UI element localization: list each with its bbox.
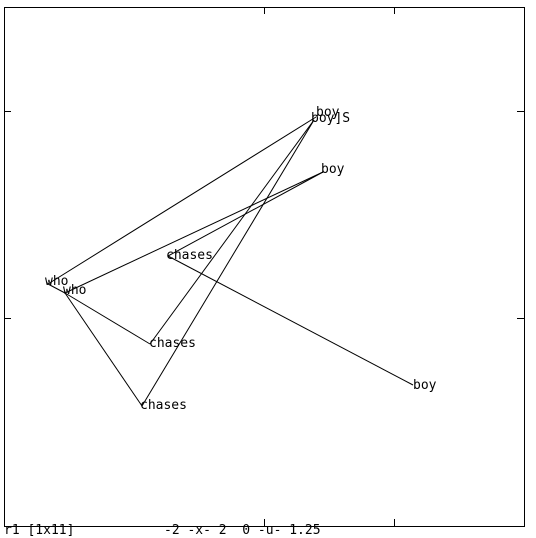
run-label: r1 [1x11] (4, 523, 75, 538)
node-label-chases-c: chases (166, 248, 213, 263)
edge-who_a-who_b (47, 283, 66, 294)
node-label-who-b: who (63, 283, 86, 298)
edge-chases_b-boys (141, 119, 315, 407)
node-label-boy-mid: boy (321, 162, 345, 177)
edge-chases_a-boys (149, 119, 315, 345)
node-label-chases-a: chases (149, 336, 196, 351)
edge-who_b-boy_mid (64, 171, 324, 294)
edge-chases_c-boy_mid (167, 171, 324, 257)
edge-who_a-boy_top (47, 116, 317, 285)
node-label-boy-top: boy (316, 105, 340, 120)
plot-frame (4, 7, 525, 527)
node-label-chases-b: chases (140, 398, 187, 413)
edge-chases_c-boy_low (167, 255, 414, 386)
frame-ticks (4, 7, 524, 526)
node-label-boys: boy]S (311, 111, 350, 126)
edges (47, 116, 414, 407)
node-label-who-a: who (45, 274, 68, 289)
node-label-boy-low: boy (413, 378, 437, 393)
edge-who_b-chases_b (64, 292, 143, 407)
edge-who_b-chases_a (64, 292, 151, 345)
axis-info: -2 -x- 2 0 -u- 1.25 (164, 523, 321, 538)
